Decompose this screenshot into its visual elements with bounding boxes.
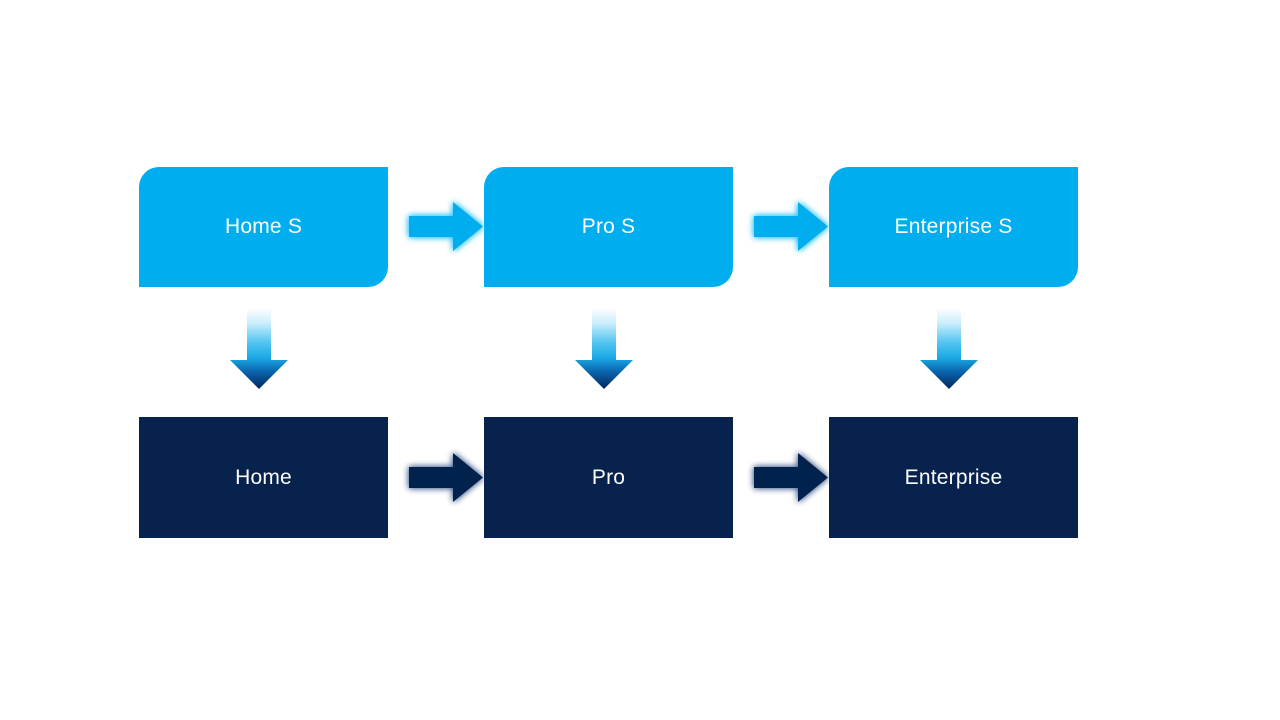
arrow-right-icon: [409, 453, 483, 502]
arrow-down-icon: [230, 308, 288, 389]
node-home[interactable]: Home: [139, 417, 388, 538]
connector-pro-s-to-enterprise-s: [754, 200, 830, 253]
connector-enterprise-s-to-enterprise: [918, 308, 980, 390]
connector-home-s-to-pro-s: [409, 200, 485, 253]
node-label: Pro S: [581, 215, 636, 238]
connector-home-to-pro: [409, 451, 485, 504]
arrow-down-icon: [575, 308, 633, 389]
node-home-s[interactable]: Home S: [139, 167, 388, 287]
node-label: Home S: [224, 215, 303, 238]
connector-pro-to-enterprise: [754, 451, 830, 504]
node-label: Enterprise: [904, 465, 1003, 489]
node-label: Home: [235, 465, 292, 489]
node-pro[interactable]: Pro: [484, 417, 733, 538]
connector-home-s-to-home: [228, 308, 290, 390]
node-pro-s[interactable]: Pro S: [484, 167, 733, 287]
node-label: Enterprise S: [894, 215, 1013, 238]
arrow-right-icon: [754, 453, 828, 502]
arrow-right-icon: [754, 202, 828, 251]
connector-pro-s-to-pro: [573, 308, 635, 390]
node-enterprise[interactable]: Enterprise: [829, 417, 1078, 538]
arrow-down-icon: [920, 308, 978, 389]
node-label: Pro: [591, 465, 626, 489]
node-enterprise-s[interactable]: Enterprise S: [829, 167, 1078, 287]
arrow-right-icon: [409, 202, 483, 251]
